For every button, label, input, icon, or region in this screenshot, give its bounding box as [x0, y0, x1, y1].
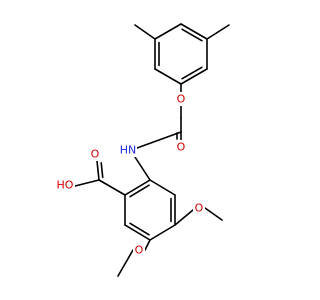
atom-ether-oxygen-bg: [175, 92, 187, 106]
bond-6: [134, 24, 156, 40]
atom-methoxy-oxygen-lower: O: [135, 244, 144, 257]
bond-2: [180, 68, 208, 85]
atom-methoxy-oxygen-lower-bg: [133, 243, 145, 257]
atom-carboxyl-hydroxyl: HO: [57, 179, 74, 192]
atom-amide-nitrogen-bg: [119, 143, 137, 157]
atom-amide-oxygen: O: [177, 141, 186, 154]
bond-3: [154, 68, 182, 85]
bond-2: [181, 66, 203, 80]
atom-methoxy-oxygen-upper: O: [195, 202, 204, 215]
atom-amide-oxygen-bg: [175, 140, 187, 154]
bond-21: [96, 160, 100, 181]
bond-5: [154, 23, 182, 40]
atom-carboxyl-carbonyl-oxygen-bg: [89, 147, 101, 161]
bond-25: [144, 239, 151, 251]
bond-22: [74, 179, 100, 187]
bond-21: [100, 162, 104, 179]
bond-0: [180, 23, 208, 40]
atom-carboxyl-carbonyl-oxygen: O: [91, 148, 100, 161]
molecule-structure: O O HN O HO O O: [55, 23, 230, 277]
bond-14: [149, 179, 176, 196]
bond-19: [124, 179, 151, 196]
structure-drawing: O O HN O HO O O: [55, 23, 230, 277]
bond-17: [129, 222, 150, 236]
bond-20: [98, 179, 126, 196]
bond-19: [129, 184, 150, 198]
atom-carboxyl-hydroxyl-bg: [55, 178, 75, 192]
bond-13: [134, 156, 151, 181]
atom-amide-nitrogen: HN: [120, 144, 137, 157]
atom-methoxy-oxygen-upper-bg: [193, 201, 205, 215]
bond-23: [174, 209, 194, 226]
bond-17: [124, 224, 151, 241]
bond-lines: [74, 23, 230, 277]
bond-7: [206, 24, 230, 40]
atom-ether-oxygen: O: [177, 93, 186, 106]
bond-12: [136, 131, 182, 149]
bond-16: [149, 224, 176, 241]
bond-0: [181, 28, 203, 42]
bond-26: [117, 249, 134, 277]
bond-24: [204, 207, 223, 221]
